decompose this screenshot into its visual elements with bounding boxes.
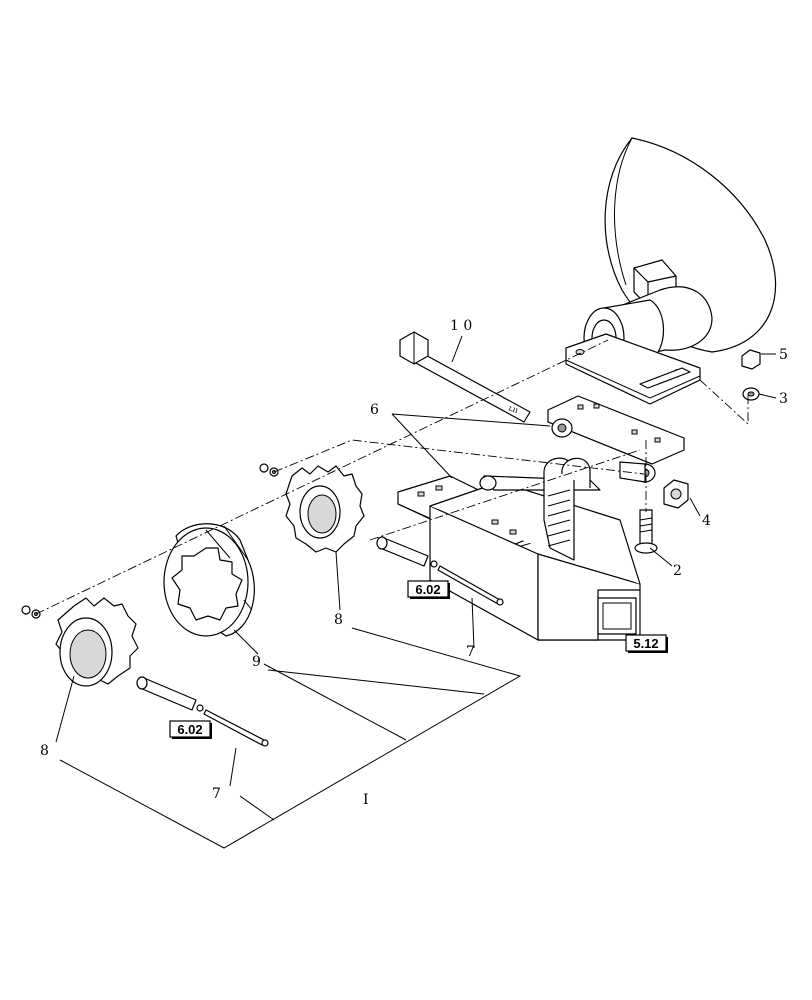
callout-3: 3: [779, 391, 788, 407]
callout-5: 5: [779, 347, 788, 363]
hinge-upper: [547, 395, 685, 483]
sprocket-upper: [285, 465, 365, 553]
shaft-stamp: ʟıı: [507, 403, 519, 415]
main-bracket: [397, 457, 641, 641]
carriage-bolt: [634, 509, 658, 554]
callout-7-lower: 7: [212, 786, 221, 802]
washer-3: [742, 387, 760, 401]
callout-8-upper: 8: [334, 612, 343, 628]
shaft-bolt: ʟıı: [399, 331, 531, 423]
leader-lines: [55, 335, 777, 849]
sprocket-lower: [55, 597, 139, 687]
shear-bolt-upper: [376, 536, 504, 606]
hex-nut-4: [663, 479, 689, 509]
callout-8-lower: 8: [40, 743, 49, 759]
small-nuts-lower: [21, 605, 41, 619]
ref-box-6-02-lower[interactable]: 6.02: [169, 720, 212, 739]
small-nuts-upper: [259, 463, 279, 477]
disc-assembly: [565, 137, 777, 405]
hex-nut-5: [741, 349, 761, 370]
callout-7-upper: 7: [466, 644, 475, 660]
callout-kit: I: [363, 792, 369, 808]
callout-9: 9: [252, 654, 261, 670]
centerlines: [35, 339, 749, 615]
callout-10: 1 0: [450, 318, 472, 334]
ref-6-02-upper-label: 6.02: [415, 582, 440, 597]
ref-5-12-label: 5.12: [633, 636, 658, 651]
callouts: 1 0 6 5 3 4 2 8 8 9 7 7 I: [40, 318, 788, 808]
shear-bolt-lower: [136, 676, 269, 747]
ref-box-6-02-upper[interactable]: 6.02: [407, 580, 450, 599]
callout-2: 2: [673, 563, 682, 579]
callout-4: 4: [702, 513, 711, 529]
callout-6: 6: [370, 402, 379, 418]
ref-6-02-lower-label: 6.02: [177, 722, 202, 737]
clutch-coupling: [163, 523, 255, 637]
ref-box-5-12[interactable]: 5.12: [625, 634, 668, 653]
